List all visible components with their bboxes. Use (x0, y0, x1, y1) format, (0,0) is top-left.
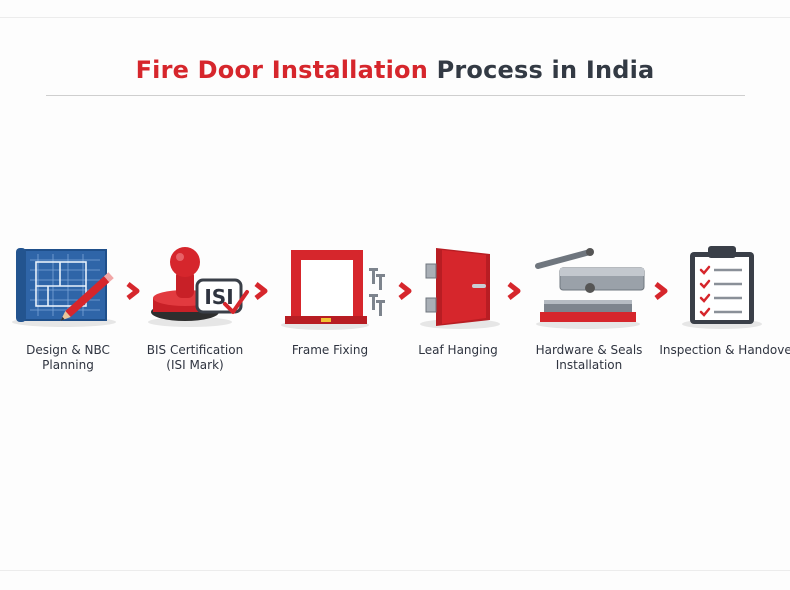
door-closer-seal-icon (535, 248, 645, 329)
step-leaf-hanging: Leaf Hanging (412, 240, 512, 380)
isi-stamp-icon: ISI (148, 247, 249, 327)
step-inspection-handover: Inspection & Handover (659, 240, 790, 380)
step-frame-fixing: Frame Fixing (275, 240, 395, 380)
chevron-right-icon (126, 282, 140, 300)
chevron-right-icon (507, 282, 521, 300)
clipboard-checklist-icon (682, 246, 762, 329)
stamp-text: ISI (204, 285, 233, 309)
fire-door-leaf-icon (420, 248, 500, 329)
title-divider (46, 95, 745, 96)
chevron-right-icon (398, 282, 412, 300)
title-rest: Process in India (428, 56, 655, 84)
door-frame-screws-icon (281, 250, 385, 330)
step-label: BIS Certification(ISI Mark) (146, 343, 244, 372)
chevron-right-icon (254, 282, 268, 300)
step-label: Inspection & Handover (659, 343, 790, 357)
step-label: Frame Fixing (291, 343, 369, 357)
top-divider (0, 17, 790, 18)
step-bis-certification: ISI BIS Certification(ISI Mark) (145, 240, 260, 380)
title-accent: Fire Door Installation (135, 56, 429, 84)
step-label: Leaf Hanging (418, 343, 498, 357)
page-title: Fire Door Installation Process in India (0, 56, 790, 84)
chevron-right-icon (654, 282, 668, 300)
blueprint-pencil-icon (12, 248, 116, 327)
bottom-divider (0, 570, 790, 571)
